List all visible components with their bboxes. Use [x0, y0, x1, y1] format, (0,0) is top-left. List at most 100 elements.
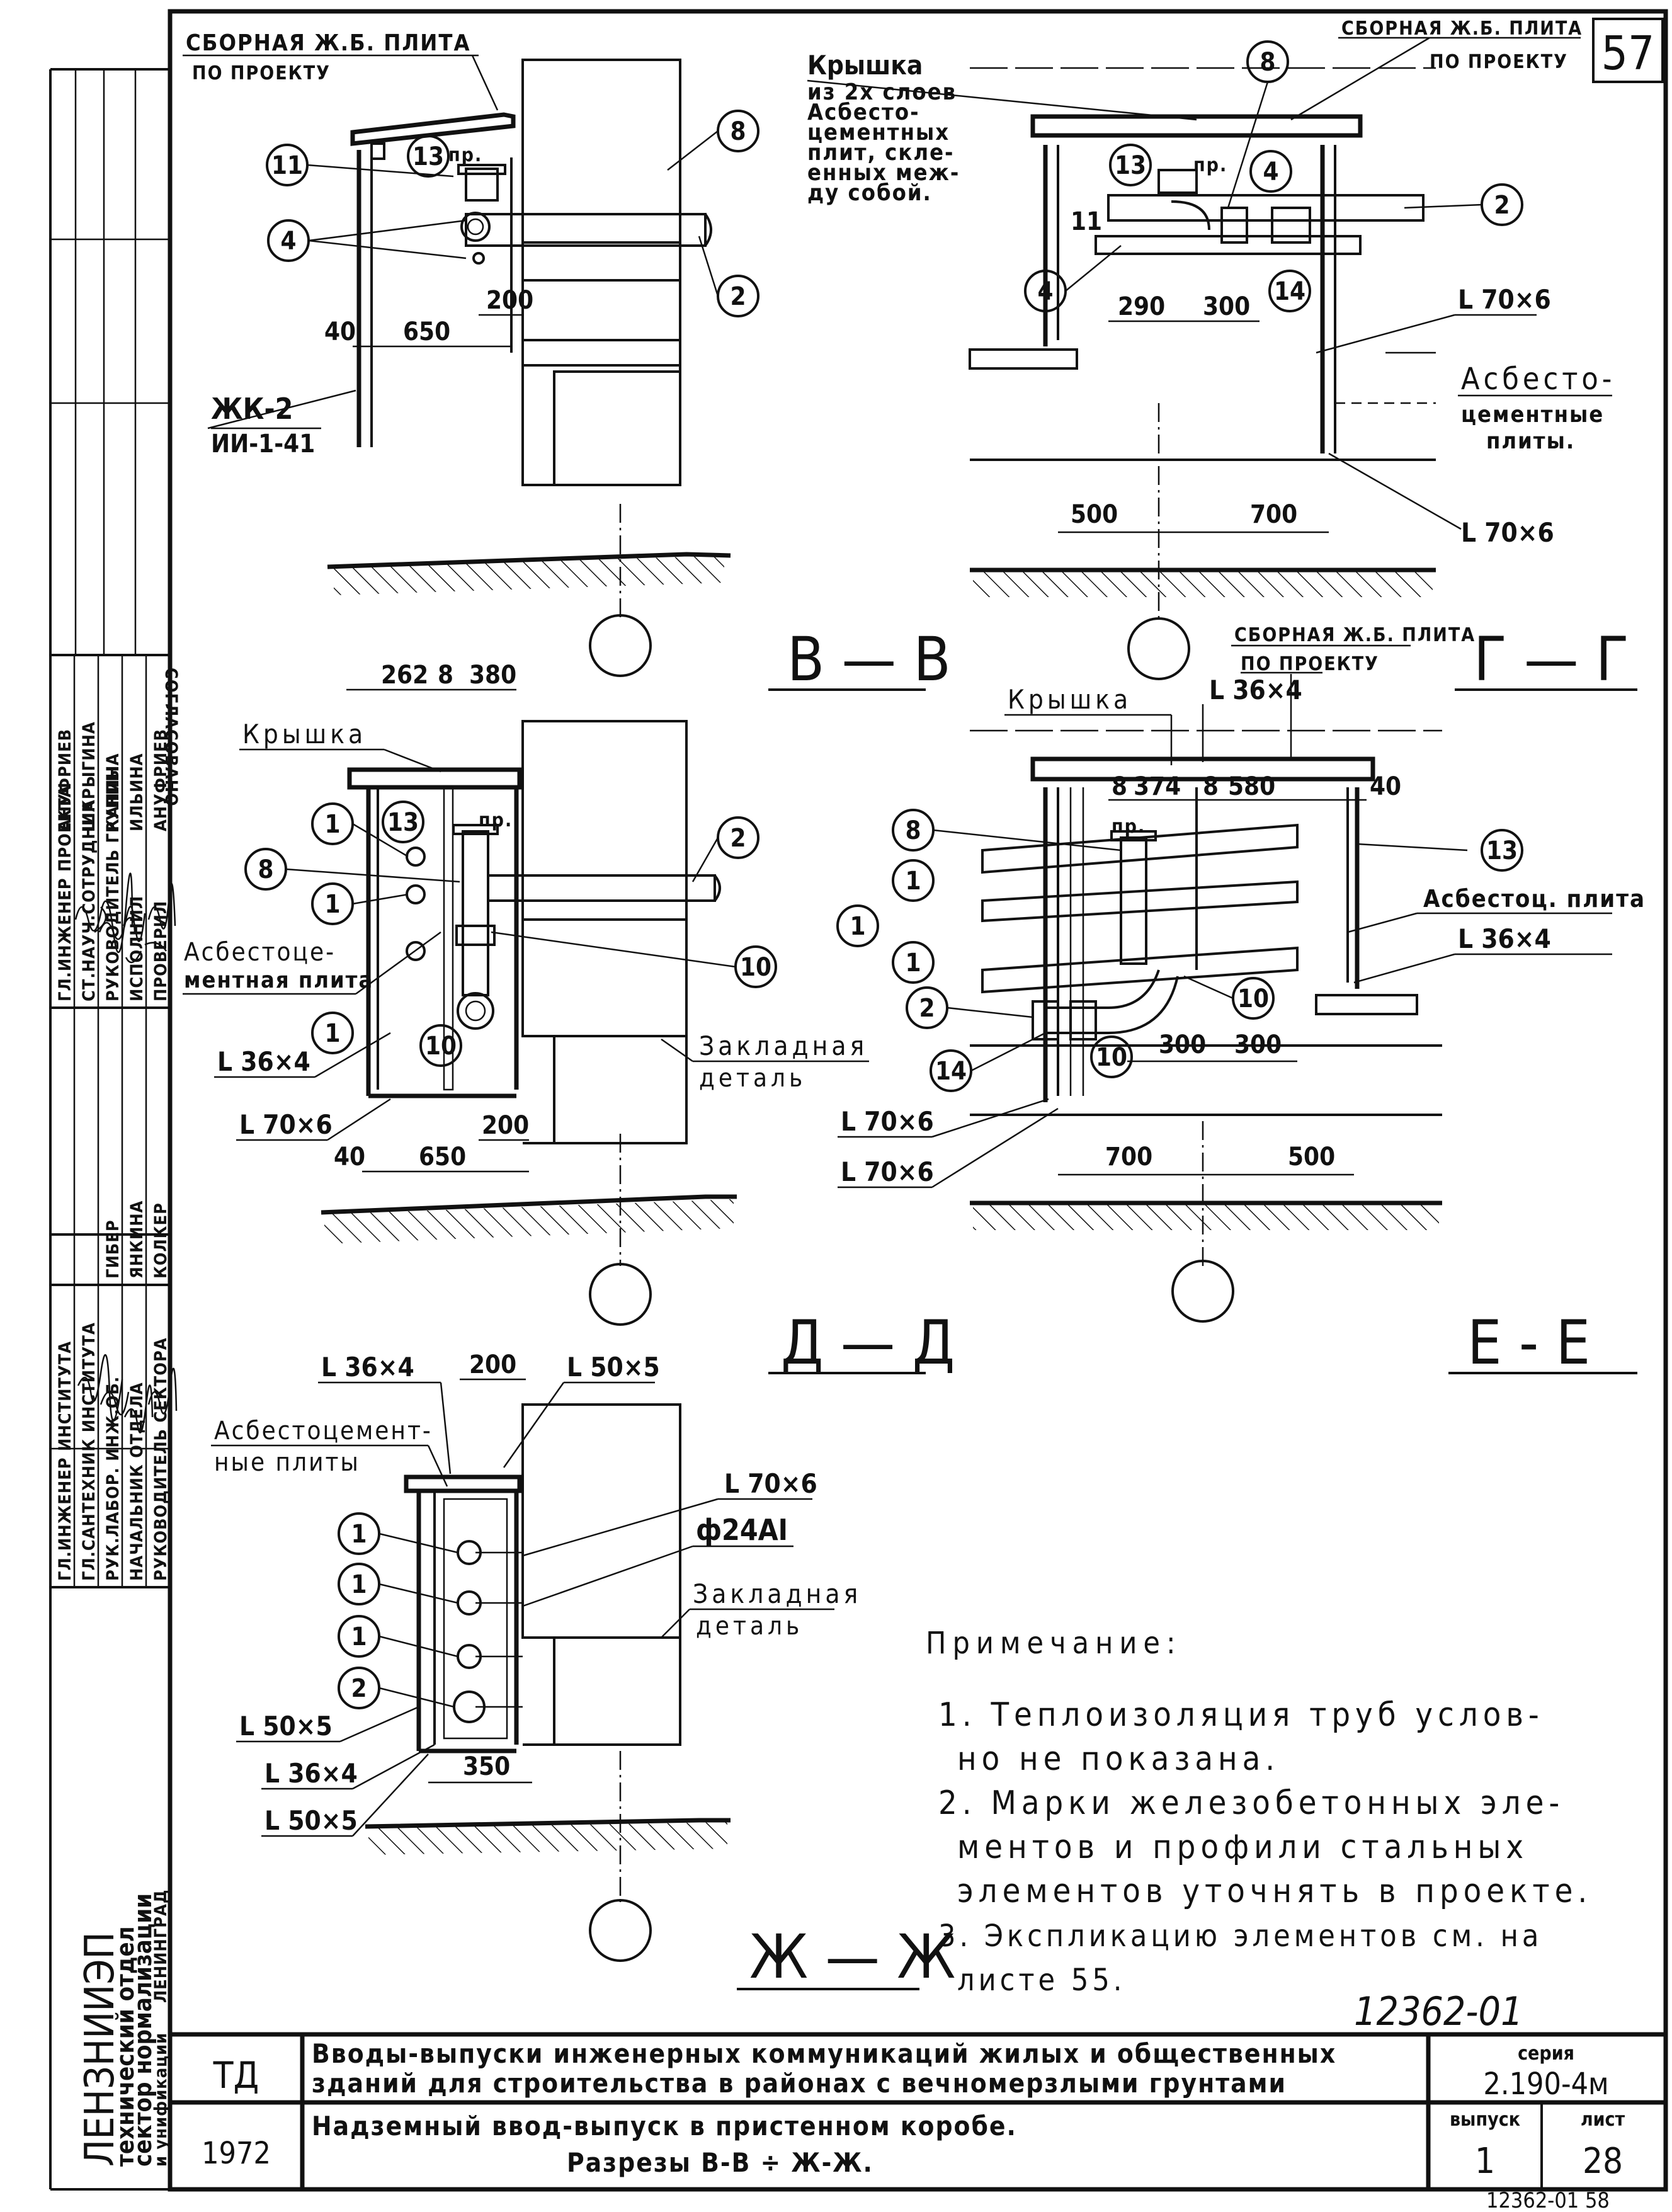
doc-type-code: ТД	[213, 2054, 259, 2097]
svg-text:4: 4	[280, 227, 296, 256]
cover-label-3: Асбесто-	[807, 100, 920, 125]
org-name: ЛЕНЗНИИЭП	[77, 1932, 123, 2167]
label-l70-d: L 70×6	[239, 1109, 333, 1140]
svg-text:2: 2	[351, 1674, 367, 1703]
section-title-g: Г — Г	[1474, 624, 1629, 695]
zakl-zh-1: Закладная	[693, 1578, 862, 1609]
role-upper-1: ГЛ.ИНЖЕНЕР ПРОЕКТА	[55, 785, 75, 1001]
notes-heading: Примечание:	[926, 1626, 1182, 1661]
label-l36-d: L 36×4	[217, 1046, 310, 1077]
svg-text:13: 13	[1486, 836, 1518, 865]
dim-v-200: 200	[486, 286, 533, 315]
zakl-d-2: деталь	[699, 1064, 806, 1093]
role-upper-4: ИСПОЛНИЛ	[127, 896, 147, 1001]
label-l70-a: L 70×6	[1458, 284, 1551, 315]
svg-text:13: 13	[1115, 151, 1146, 180]
asb-d-1: Асбестоце-	[184, 938, 336, 967]
dim-e-300b: 300	[1234, 1030, 1282, 1059]
svg-text:8: 8	[730, 117, 746, 146]
l36-e-top: L 36×4	[1209, 675, 1302, 705]
l36-e: L 36×4	[1458, 923, 1551, 954]
asb-g-2: цементные	[1461, 402, 1604, 428]
dim-e-40: 40	[1370, 772, 1401, 801]
svg-text:2: 2	[919, 994, 935, 1023]
zakl-d-1: Закладная	[699, 1030, 868, 1061]
role-lower-5: РУКОВОДИТЕЛЬ СЕКТОРА	[151, 1337, 171, 1581]
dept-line-1: технический отдел	[111, 1926, 139, 2167]
svg-text:1: 1	[324, 1019, 340, 1048]
title-line-2: зданий для строительства в районах с веч…	[312, 2068, 1287, 2099]
svg-text:11: 11	[1071, 207, 1102, 236]
section-d-d: 262 8 380 Крышка 40	[183, 661, 869, 1326]
l70-zh: L 70×6	[724, 1468, 817, 1499]
label-pr-v: пр.	[448, 144, 482, 166]
rod-zh: ф24АI	[696, 1513, 788, 1547]
slab-right-2: ПО ПРОЕКТУ	[1430, 51, 1568, 73]
svg-text:8: 8	[905, 816, 921, 845]
dim-e-580: 580	[1228, 772, 1275, 801]
note-line-7: листе 55.	[957, 1963, 1126, 1998]
svg-text:2: 2	[730, 824, 746, 853]
name-upper-4: ИЛЬИНА	[127, 753, 147, 831]
svg-text:8: 8	[1260, 48, 1275, 77]
cover-label-1: Крышка	[807, 50, 923, 81]
asb-d-2: ментная плита	[184, 967, 373, 993]
svg-text:1: 1	[850, 912, 865, 941]
dim-g-300: 300	[1203, 292, 1250, 321]
dim-zh-200: 200	[469, 1350, 516, 1379]
svg-text:1: 1	[905, 949, 921, 978]
svg-text:1: 1	[324, 890, 340, 919]
name-lower-1: ГИБЕР	[103, 1219, 123, 1279]
section-title-e: Е - Е	[1467, 1308, 1590, 1378]
name-upper-5: АНУФРИЕВ	[151, 729, 171, 831]
section-e-e: СБОРНАЯ Ж.Б. ПЛИТА ПО ПРОЕКТУ Крышка L 3…	[838, 624, 1644, 1323]
bottom-code: 12362-01 58	[1486, 2188, 1610, 2212]
svg-text:10: 10	[1237, 984, 1269, 1013]
asb-g-1: Асбесто-	[1461, 362, 1615, 397]
side-stamp: СОГЛАСОВАНО ГЛ.ИНЖЕНЕР ПРОЕКТА СТ.НАУЧ.С…	[49, 68, 181, 2191]
dim-d-40: 40	[334, 1143, 365, 1172]
dim-v-40: 40	[324, 317, 356, 346]
slab-right-1: СБОРНАЯ Ж.Б. ПЛИТА	[1341, 18, 1583, 40]
dim-v-650: 650	[403, 317, 450, 346]
dept-line-2: сектор нормализации	[129, 1893, 157, 2167]
svg-text:1: 1	[905, 867, 921, 896]
svg-text:1: 1	[324, 810, 340, 839]
label-kryshka-d: Крышка	[242, 719, 367, 750]
series-value: 2.190-4м	[1483, 2067, 1608, 2102]
l50-zh: L 50×5	[567, 1352, 660, 1382]
svg-text:13: 13	[412, 142, 444, 171]
slab-label-2: ПО ПРОЕКТУ	[192, 62, 331, 84]
doc-code-handwritten: 12362-01	[1354, 1988, 1523, 2034]
note-line-1: 1. Теплоизоляция труб услов-	[938, 1696, 1544, 1734]
dim-e-500: 500	[1288, 1143, 1335, 1172]
svg-text:14: 14	[935, 1057, 967, 1086]
sheet-value: 28	[1583, 2141, 1623, 2182]
issue-value: 1	[1475, 2141, 1495, 2182]
zakl-zh-2: деталь	[696, 1612, 803, 1641]
asb-zh-2: ные плиты	[214, 1448, 360, 1477]
dim-e-8a: 8	[1112, 772, 1127, 801]
note-line-6: 3. Экспликацию элементов см. на	[938, 1918, 1542, 1954]
section-g-g: Крышка из 2х слоев Асбесто- цементных пл…	[807, 18, 1615, 680]
section-title-d: Д — Д	[781, 1308, 955, 1378]
dim-e-300a: 300	[1159, 1030, 1206, 1059]
section-title-zh: Ж — Ж	[749, 1922, 955, 1992]
sheet-label: лист	[1581, 2109, 1625, 2131]
label-zhk: ЖК-2	[211, 392, 293, 426]
l50-zh-b2: L 50×5	[264, 1805, 358, 1836]
asb-g-3: плиты.	[1486, 428, 1575, 454]
dim-e-374: 374	[1134, 772, 1181, 801]
slab-label-1: СБОРНАЯ Ж.Б. ПЛИТА	[186, 30, 471, 56]
dim-d-200: 200	[482, 1111, 529, 1140]
dim-e-8b: 8	[1203, 772, 1219, 801]
role-upper-3: РУКОВОДИТЕЛЬ ГРУППЫ	[103, 765, 123, 1001]
title-line-1: Вводы-выпуски инженерных коммуникаций жи…	[312, 2038, 1336, 2069]
role-lower-2: ГЛ.САНТЕХНИК ИНСТИТУТА	[79, 1322, 99, 1581]
svg-text:4: 4	[1263, 157, 1278, 186]
dim-d-8: 8	[438, 661, 453, 690]
note-line-4: ментов и профили стальных	[957, 1828, 1528, 1866]
subtitle-line-1: Надземный ввод-выпуск в пристенном короб…	[312, 2111, 1017, 2141]
dim-zh-350: 350	[463, 1752, 510, 1781]
label-l70-b: L 70×6	[1461, 517, 1554, 548]
